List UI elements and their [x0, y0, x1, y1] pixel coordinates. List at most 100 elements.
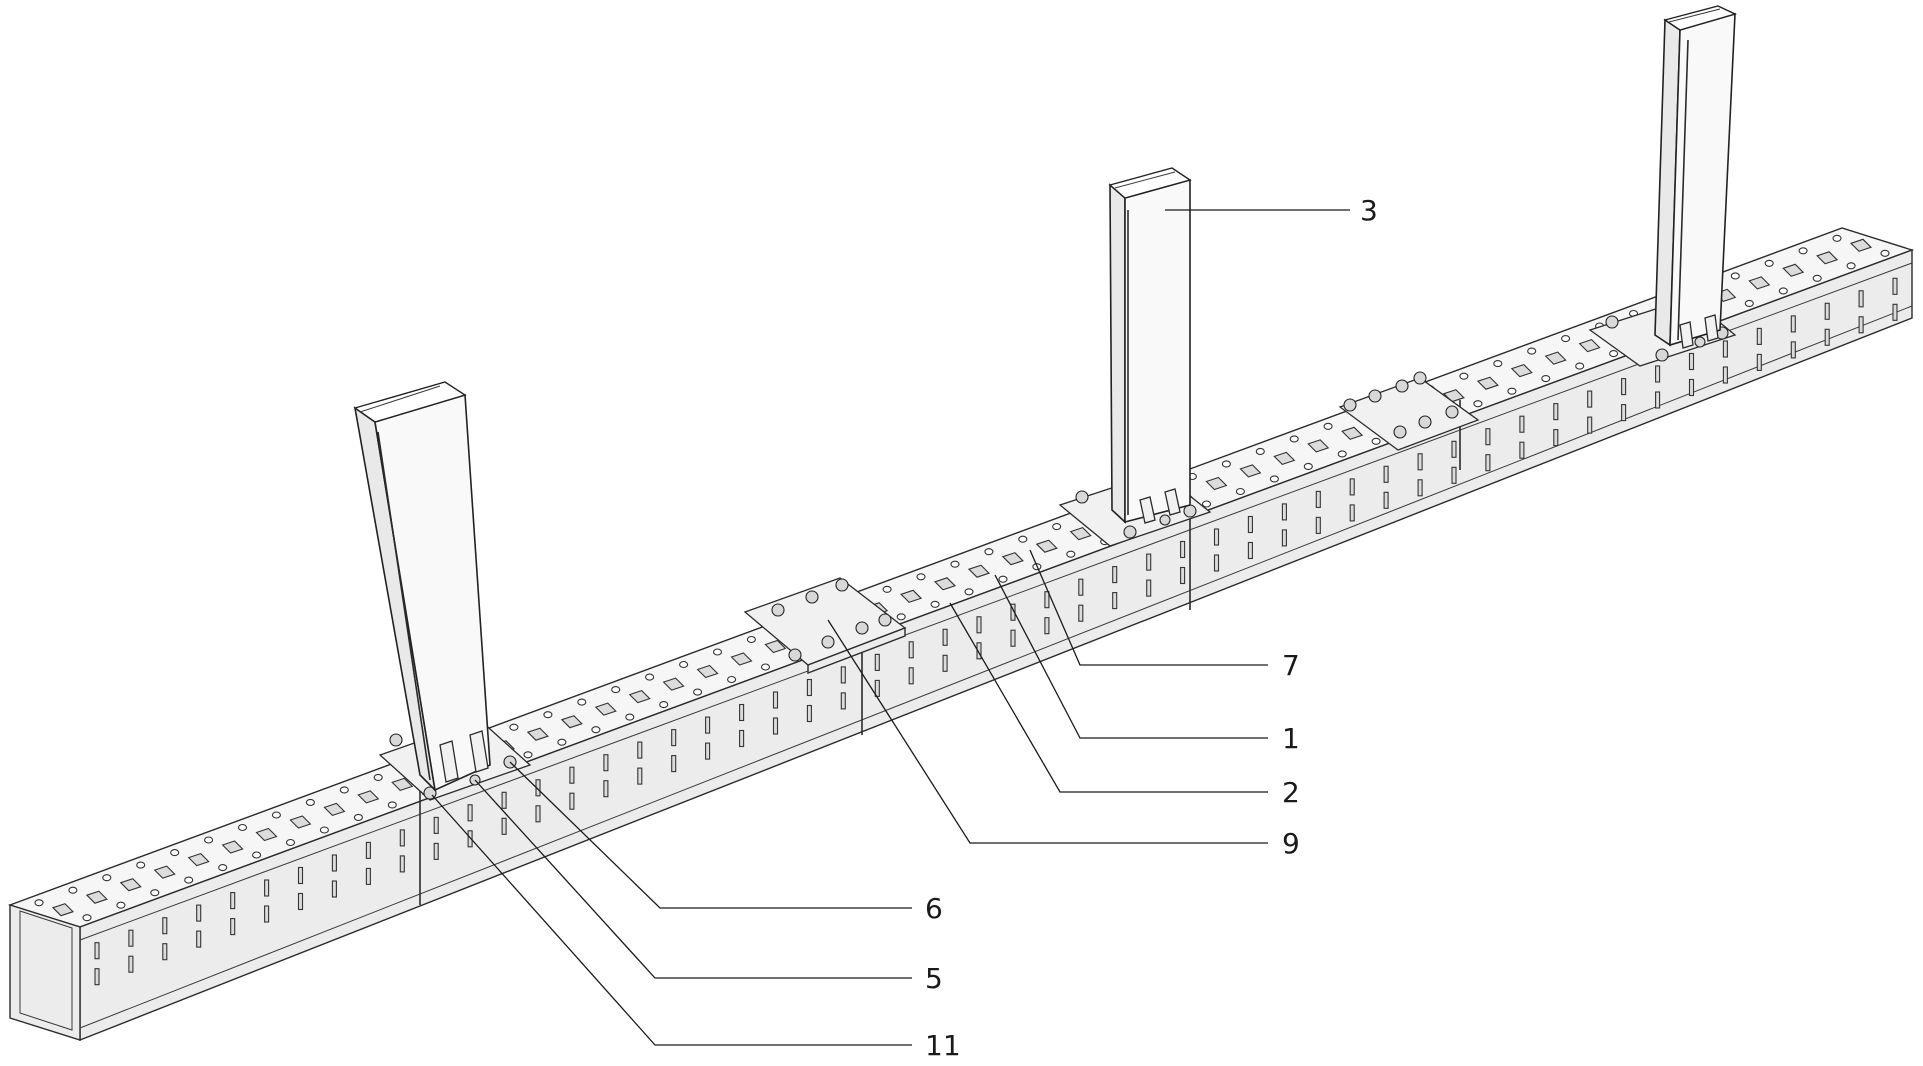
beam-bolt-hole	[1493, 360, 1503, 368]
beam-slot	[1510, 363, 1533, 378]
beam-slot	[967, 564, 991, 578]
beam-side-slot	[1655, 365, 1661, 383]
beam-side-slot	[1621, 378, 1627, 396]
beam-bolt-hole	[1221, 460, 1231, 468]
beam-side-slot	[705, 716, 711, 734]
beam-bolt-hole	[509, 723, 519, 731]
beam-side-slot	[1349, 504, 1355, 522]
beam-side-slot	[1892, 303, 1898, 321]
beam-side-slot	[1349, 478, 1355, 496]
beam-bolt-hole	[1832, 234, 1842, 242]
beam-side-slot	[1621, 404, 1627, 422]
beam-side-slot	[1180, 540, 1186, 559]
beam-slot	[1307, 439, 1330, 453]
leader-2	[949, 602, 1268, 793]
beam-bolt-hole	[1527, 347, 1537, 355]
beam-side-slot	[1213, 554, 1220, 572]
beam-side-slot	[637, 741, 643, 759]
beam-bolt-hole	[760, 663, 771, 671]
beam-side-slot	[1417, 479, 1423, 497]
callout-3: 3	[1360, 194, 1378, 227]
beam-slot	[1341, 426, 1364, 440]
beam-bolt-hole	[896, 613, 906, 621]
beam-slot	[1273, 451, 1296, 466]
beam-slot	[1544, 351, 1567, 365]
beam-bolt-hole	[387, 801, 397, 809]
beam-bolt-hole	[1018, 535, 1028, 543]
beam-slot	[900, 589, 923, 603]
beam-bolt-hole	[1303, 462, 1313, 470]
beam-side-slot	[1315, 516, 1321, 534]
beam-bolt-hole	[1201, 500, 1212, 508]
beam-slot	[153, 865, 176, 879]
beam-bolt-hole	[523, 751, 533, 759]
leader-1	[994, 574, 1268, 739]
beam-side-slot	[1247, 515, 1253, 534]
beam-bolt-hole	[1798, 247, 1808, 255]
beam-bolt-hole	[82, 914, 92, 922]
beam-side-slot	[297, 892, 304, 911]
beam-side-slot	[739, 729, 745, 748]
beam-side-slot	[264, 879, 270, 897]
beam-bolt-hole	[611, 686, 621, 694]
beam-bolt-hole	[170, 849, 180, 857]
beam-slot	[1578, 338, 1601, 353]
beam-bolt-hole	[319, 826, 329, 834]
beam-side-slot	[874, 679, 880, 697]
beam-bolt-hole	[1371, 437, 1381, 445]
beam-side-slot	[1451, 466, 1457, 484]
beam-slot	[594, 702, 617, 716]
beam-bolt-hole	[1880, 249, 1890, 257]
beam-slot	[1069, 526, 1092, 541]
beam-bolt-hole	[1507, 387, 1517, 395]
beam-slot	[85, 890, 108, 904]
beam-slot	[696, 664, 719, 679]
beam-side-slot	[1756, 327, 1762, 345]
beam-bolt-hole	[746, 635, 756, 644]
beam-bolt-hole	[1473, 400, 1483, 408]
beam-side-slot	[1383, 465, 1389, 483]
beam-side-slot	[772, 717, 779, 735]
beam-side-slot	[1756, 353, 1762, 371]
beam-bolt-hole	[916, 573, 926, 581]
callout-6: 6	[925, 892, 943, 925]
beam-front-perforations	[94, 277, 1898, 986]
beam-slot	[187, 852, 210, 867]
beam-side-slot	[162, 917, 168, 935]
beam-bolt-hole	[1323, 422, 1333, 430]
beam-side-slot	[196, 930, 202, 948]
beam-side-slot	[1688, 352, 1695, 371]
beam-bolt-hole	[305, 798, 315, 806]
beam-side-slot	[1587, 416, 1593, 434]
beam-bolt-hole	[150, 889, 160, 897]
beam-side-slot	[806, 704, 812, 723]
beam-side-slot	[501, 817, 507, 835]
beam-side-slot	[1281, 503, 1287, 521]
beam-side-slot	[1112, 566, 1118, 584]
beam-side-slot	[1247, 541, 1253, 560]
splice-plate-center	[743, 577, 907, 675]
beam-side-slot	[162, 943, 168, 961]
beam-bolt-hole	[1730, 272, 1740, 280]
beam-slot	[221, 840, 244, 854]
beam-slot	[1001, 552, 1024, 566]
beam-side-slot	[128, 929, 134, 947]
beam-side-slot	[297, 866, 304, 885]
beam-side-slot	[1655, 391, 1661, 409]
beam-side-slot	[874, 653, 880, 671]
beam-bolt-hole	[1289, 435, 1299, 443]
beam-bolt-hole	[998, 575, 1008, 583]
beam-slot	[662, 677, 685, 691]
beam-side-slot	[1485, 454, 1491, 472]
callout-9: 9	[1282, 827, 1300, 860]
beam-bolt-hole	[645, 673, 655, 681]
beam-slot	[1476, 376, 1499, 390]
beam-side-slot	[705, 742, 711, 760]
beam-side-slot	[1146, 579, 1152, 597]
beam-bolt-hole	[1764, 259, 1774, 267]
beam-side-slot	[1553, 403, 1559, 421]
beam-bolt-hole	[1255, 447, 1265, 455]
beam-bolt-hole	[218, 864, 228, 872]
beam-side-slot	[433, 816, 439, 834]
beam-side-slot	[467, 804, 473, 822]
